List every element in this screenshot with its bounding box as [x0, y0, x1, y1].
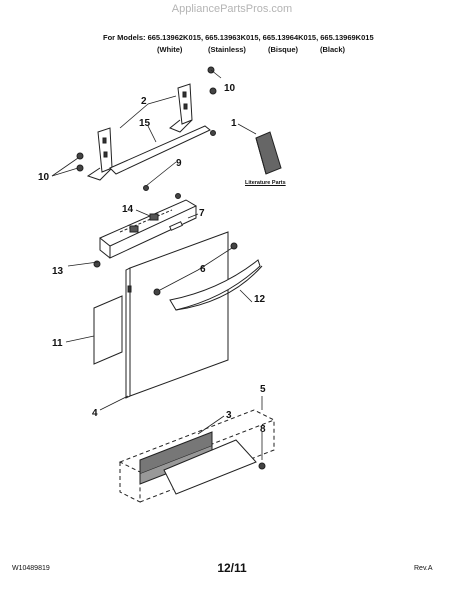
literature-parts-label: Literature Parts — [245, 180, 286, 186]
callout-label: 5 — [260, 384, 266, 395]
callout-label: 10 — [38, 172, 50, 183]
console-screw — [175, 193, 181, 199]
callout-label: 10 — [224, 83, 236, 94]
finish-black: (Black) — [320, 45, 346, 54]
leader-lines — [51, 69, 263, 460]
callout-label: 3 — [226, 410, 232, 421]
models-line: For Models: 665.13962K015, 665.13963K015… — [103, 33, 374, 42]
callout-label: 14 — [122, 204, 134, 215]
callout-label: 15 — [139, 118, 151, 129]
callout-label: 4 — [92, 408, 98, 419]
finish-stainless: (Stainless) — [208, 45, 246, 54]
door-handle — [153, 242, 263, 311]
callout-numbers: 10 2 15 1 9 10 14 7 13 6 12 11 4 5 3 8 — [38, 83, 266, 435]
page-number: 12/11 — [217, 561, 247, 575]
callout-label: 2 — [141, 96, 147, 107]
brace-strip — [109, 125, 211, 175]
control-console — [99, 199, 198, 259]
toe-kick-assembly — [118, 409, 276, 503]
revision-label: Rev.A — [414, 565, 433, 572]
site-watermark: AppliancePartsPros.com — [171, 3, 293, 15]
hinge-bracket-left — [86, 127, 113, 181]
hinge-bracket-right — [169, 83, 193, 133]
callout-label: 1 — [231, 118, 237, 129]
finish-bisque: (Bisque) — [268, 45, 298, 54]
callout-label: 9 — [176, 158, 182, 169]
outer-door-panel — [125, 231, 229, 399]
callout-label: 6 — [200, 264, 206, 275]
finish-white: (White) — [157, 45, 183, 54]
callout-label: 13 — [52, 266, 64, 277]
callout-label: 11 — [52, 338, 63, 349]
callout-label: 8 — [260, 424, 266, 435]
callout-label: 7 — [199, 208, 205, 219]
doc-number: W10489819 — [12, 565, 50, 572]
insulation-sheet — [93, 295, 123, 365]
console-clip — [169, 221, 183, 231]
callout-label: 12 — [254, 294, 266, 305]
